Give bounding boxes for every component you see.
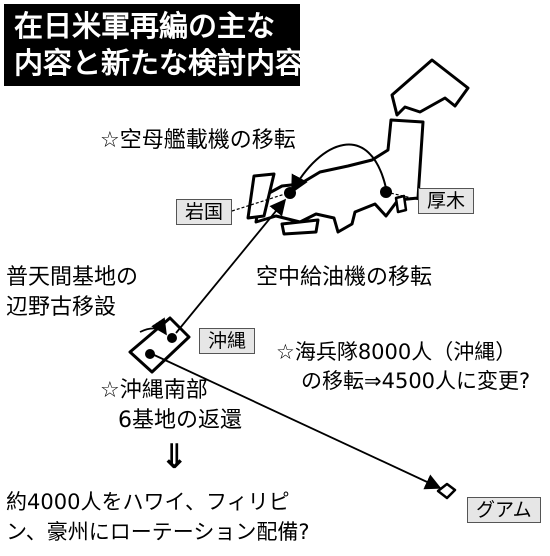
futenma-note-line-2: 辺野古移設	[6, 295, 117, 320]
title-line-1: 在日米軍再編の主な	[14, 9, 276, 43]
rotation-note-line-1: 約4000人をハワイ、フィリピ	[6, 490, 290, 514]
henoko-base-dot	[167, 333, 177, 343]
atsugi-label: 厚木	[418, 188, 475, 214]
tanker-arrow	[175, 198, 287, 334]
south-bases-note-line-1: ☆沖縄南部	[100, 378, 208, 403]
guam-arrow	[151, 353, 442, 490]
south-bases-note-line-2: 6基地の返還	[118, 408, 242, 433]
marines-note-line-1: ☆海兵隊8000人（沖縄）	[276, 340, 517, 364]
marines-note-line-2: の移転⇒4500人に変更?	[301, 369, 531, 393]
futenma-base-dot	[145, 349, 155, 359]
carrier-wing-arrow	[291, 143, 387, 194]
down-arrow-icon: ⇓	[160, 437, 189, 477]
kyushu-shape	[246, 172, 276, 220]
iwakuni-label: 岩国	[176, 199, 233, 225]
honshu-shape	[254, 118, 425, 234]
boso-peninsula-shape	[394, 194, 408, 214]
iwakuni-base-dot	[284, 187, 296, 199]
carrier-wing-note: ☆空母艦載機の移転	[100, 128, 296, 153]
okinawa-label: 沖縄	[199, 328, 256, 354]
atsugi-base-dot	[380, 186, 392, 198]
okinawa-shape	[128, 316, 191, 374]
title-line-2: 内容と新たな検討内容	[14, 46, 305, 80]
henoko-arrow	[139, 317, 167, 336]
guam-label: グアム	[467, 497, 541, 523]
rotation-note-line-2: ン、豪州にローテーション配備?	[6, 520, 310, 544]
shikoku-shape	[280, 218, 320, 236]
guam-shape	[436, 482, 457, 500]
title-box: 在日米軍再編の主な 内容と新たな検討内容	[4, 4, 305, 86]
futenma-note-line-1: 普天間基地の	[6, 265, 139, 290]
hokkaido-shape	[390, 58, 470, 117]
tanker-note: 空中給油機の移転	[256, 265, 433, 290]
